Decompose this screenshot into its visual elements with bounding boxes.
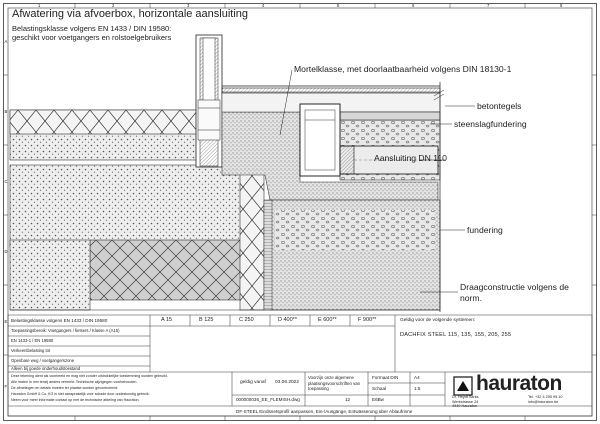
callout-mortar: Mortelklasse, met doorlaatbaarheid volge… xyxy=(294,64,512,74)
class-e600: E 600** xyxy=(318,317,337,323)
company-line-3: 4949 Hauraton xyxy=(452,404,478,408)
tb-row-5: Alleen bij goede onderhoudstoestand xyxy=(11,366,81,371)
note-3: De afmetingen en details moeten ter plaa… xyxy=(11,386,119,390)
callout-tiles: betontegels xyxy=(477,101,522,111)
company-line-2: Werkstrasse 24 xyxy=(452,399,479,404)
col-mark-5: 5 xyxy=(337,3,340,8)
valid-systems: DACHFIX STEEL 115, 135, 155, 205, 255 xyxy=(400,332,512,338)
format-label: Formaat DIN xyxy=(372,375,399,380)
valid-systems-label: Geldig voor de volgende systemen: xyxy=(400,318,476,323)
note-1: Deze tekening dient als voorbeeld en mag… xyxy=(11,374,168,378)
subtitle-line-2: geschikt voor voetgangers en rolstoelgeb… xyxy=(12,33,172,42)
tb-row-4: Openbare weg / voetgangerszone xyxy=(11,358,75,363)
drawing-title: Afwatering via afvoerbox, horizontale aa… xyxy=(12,8,249,20)
company-line-1: Dr. Heydt Sarks xyxy=(452,395,479,399)
row-mark-b: B xyxy=(4,109,8,114)
callout-foundation: fundering xyxy=(467,225,503,235)
contact-email: info@hauraton.be xyxy=(528,399,559,404)
class-b125: B 125 xyxy=(199,317,214,323)
col-mark-7: 7 xyxy=(487,3,490,8)
row-mark-d: D xyxy=(4,249,8,254)
note-5: Neem voor meer informatie contact op met… xyxy=(11,398,140,402)
contact-phone: Tel. +32 4 295 95 10 xyxy=(528,395,563,399)
valid-from-label: geldig vanaf xyxy=(240,380,266,385)
col-mark-3: 3 xyxy=(187,3,190,8)
valid-from-date: 03.06.2022 xyxy=(275,380,300,385)
format-value: A4 xyxy=(414,375,420,380)
sheet-unit: E6Bw xyxy=(372,397,385,402)
callout-gravel: steenslagfundering xyxy=(454,119,527,129)
class-d400: D 400** xyxy=(278,317,297,323)
callout-support-2: norm. xyxy=(460,293,482,303)
class-c250: C 250 xyxy=(239,317,254,323)
class-f900: F 900** xyxy=(358,317,377,323)
note-4: Hauraton GmbH & Co. KG is niet aansprake… xyxy=(11,392,150,396)
col-mark-4: 4 xyxy=(262,3,265,8)
row-mark-f: F xyxy=(4,384,8,389)
callout-support-1: Draagconstructie volgens de xyxy=(460,282,569,292)
tb-row-3: Verkeersbelasting tot xyxy=(11,348,51,353)
class-a15: A 15 xyxy=(161,317,173,323)
sheet-number: 12 xyxy=(345,397,351,402)
subtitle-line-1: Belastingsklasse volgens EN 1433 / DIN 1… xyxy=(12,24,172,33)
footer-description: DF-STEEL Eindsnetsprofil aanpassen, Ein-… xyxy=(236,409,413,414)
drawing-number: 000000036_EE_FLEMISH.dwg xyxy=(236,397,300,402)
load-class-label: Belastingsklasse volgens EN 1433 / DIN 1… xyxy=(11,318,108,323)
row-mark-e: E xyxy=(4,319,8,324)
tb-row-1: Toepassingsbereik: Voetgangers / fietser… xyxy=(11,328,120,333)
hauraton-logo-icon xyxy=(453,376,473,396)
scale-value: 1:5 xyxy=(414,386,421,391)
load-class-subtitle: Belastingsklasse volgens EN 1433 / DIN 1… xyxy=(12,24,171,42)
col-mark-6: 6 xyxy=(412,3,415,8)
callout-connection: Aansluiting DN 110 xyxy=(374,153,447,163)
row-mark-c: C xyxy=(4,179,8,184)
remark: Voorzijn onze algemene plaatsingsvoorsch… xyxy=(308,375,361,391)
note-2: Alle maten in mm tenzij anders vermeld. … xyxy=(11,380,138,384)
col-mark-2: 2 xyxy=(112,3,115,8)
tb-row-2: EN 1433-1 / EN 19580 xyxy=(11,338,54,343)
row-mark-a: A xyxy=(4,39,8,44)
col-mark-8: 8 xyxy=(560,3,563,8)
scale-label: Schaal xyxy=(372,386,387,391)
col-mark-1: 1 xyxy=(38,3,41,8)
brand-logo: hauraton xyxy=(476,372,562,395)
